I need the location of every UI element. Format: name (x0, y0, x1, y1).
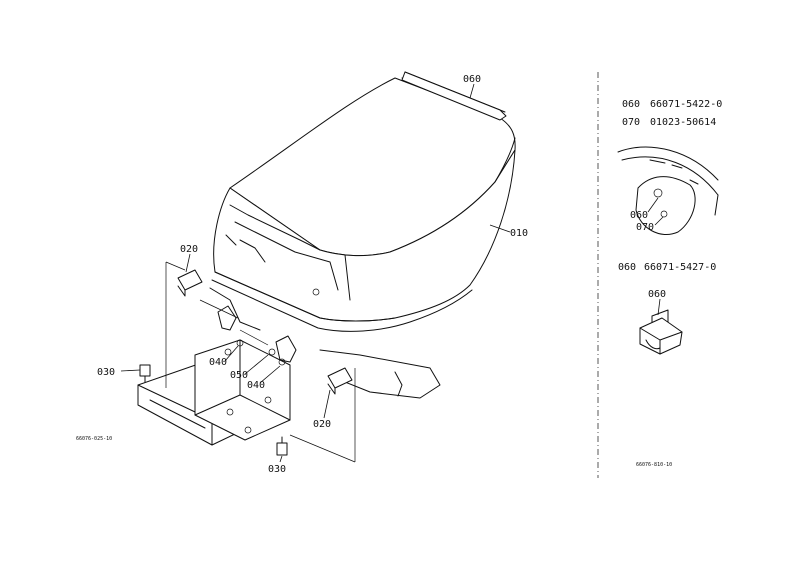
drawing-code-left: 66076-025-10 (76, 436, 112, 442)
callout-050: 050 (230, 370, 248, 381)
callout-030-left: 030 (97, 367, 115, 378)
callout-060-bracket: 060 (648, 289, 666, 300)
hinge-bracket-right (327, 367, 353, 395)
parts-list-ref-3: 060 (618, 262, 636, 273)
bolt-left (139, 364, 151, 383)
bolt-bottom (276, 436, 288, 456)
parts-list-partno-3: 66071-5427-0 (644, 262, 716, 273)
hinge-bracket-left (177, 269, 203, 297)
parts-list-partno-2: 01023-50614 (650, 117, 716, 128)
drawing-code-right: 66076-810-10 (636, 462, 672, 468)
seat-mounting-plate (137, 305, 297, 446)
callout-040-a: 040 (209, 357, 227, 368)
bracket-part-060 (639, 298, 683, 355)
callout-060-trim: 060 (463, 74, 481, 85)
seat-cushion (209, 71, 516, 332)
callout-010-seat: 010 (510, 228, 528, 239)
callout-040-b: 040 (247, 380, 265, 391)
callout-060-detail: 060 (630, 210, 648, 221)
parts-list-ref-2: 070 (622, 117, 640, 128)
callout-070-detail: 070 (636, 222, 654, 233)
parts-list-ref-1: 060 (622, 99, 640, 110)
leader-lines (120, 83, 511, 463)
top-trim-strip (401, 71, 507, 121)
callout-030-bottom: 030 (268, 464, 286, 475)
parts-list: 060 66071-5422-0 070 01023-50614 060 660… (618, 99, 722, 273)
fender-panel (319, 349, 441, 399)
parts-list-partno-1: 66071-5422-0 (650, 99, 722, 110)
assembly-guide-lines (165, 261, 356, 463)
callout-020-left: 020 (180, 244, 198, 255)
callout-020-right: 020 (313, 419, 331, 430)
detail-view-backrest (617, 146, 719, 235)
